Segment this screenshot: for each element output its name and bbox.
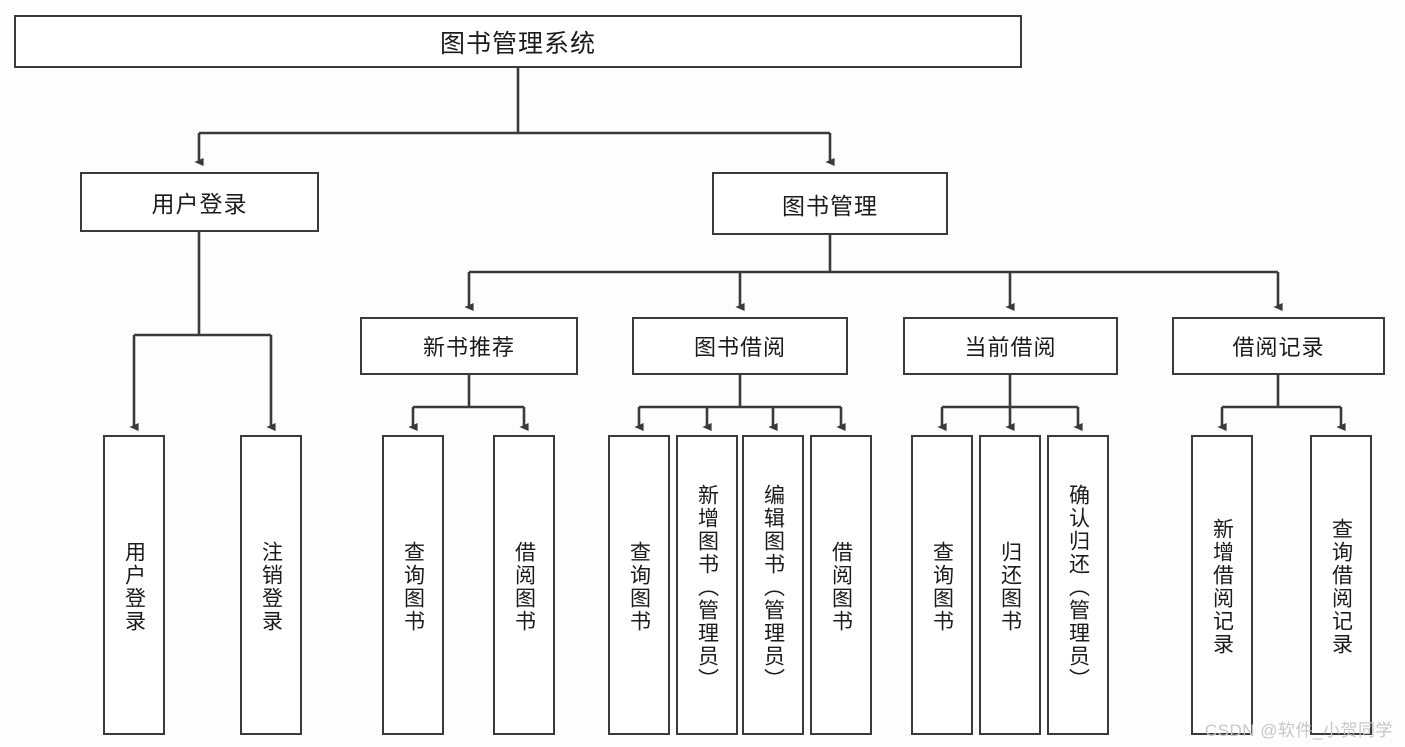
leaf-label: 归还图书 [998,541,1022,633]
leaf-book-borrow-edit[interactable]: 编辑图书（管理员） [742,435,804,735]
leaf-user-login-signout[interactable]: 注销登录 [240,435,302,735]
node-book-borrow[interactable]: 图书借阅 [632,317,848,375]
node-root[interactable]: 图书管理系统 [14,15,1022,68]
leaf-current-borrow-return[interactable]: 归还图书 [979,435,1041,735]
leaf-label: 新增图书（管理员） [695,483,719,691]
node-root-label: 图书管理系统 [439,29,596,58]
node-borrow-record[interactable]: 借阅记录 [1172,317,1385,375]
leaf-new-book-borrow[interactable]: 借阅图书 [493,435,555,735]
leaf-label: 查询图书 [627,541,651,633]
leaf-book-borrow-add[interactable]: 新增图书（管理员） [676,435,738,735]
leaf-new-book-query[interactable]: 查询图书 [382,435,444,735]
node-new-book-recommend[interactable]: 新书推荐 [360,317,578,375]
node-user-login-label: 用户登录 [151,191,248,217]
node-book-management[interactable]: 图书管理 [712,172,948,235]
node-new-book-recommend-label: 新书推荐 [422,335,515,360]
leaf-label: 查询借阅记录 [1329,518,1353,656]
node-book-borrow-label: 图书借阅 [693,335,786,360]
leaf-label: 注销登录 [259,541,283,633]
leaf-label: 用户登录 [122,541,146,633]
leaf-book-borrow-lend[interactable]: 借阅图书 [810,435,872,735]
leaf-borrow-record-add[interactable]: 新增借阅记录 [1191,435,1253,735]
leaf-label: 查询图书 [401,541,425,633]
leaf-label: 借阅图书 [829,541,853,633]
leaf-user-login-signin[interactable]: 用户登录 [103,435,165,735]
leaf-current-borrow-confirm[interactable]: 确认归还（管理员） [1047,435,1109,735]
leaf-current-borrow-query[interactable]: 查询图书 [911,435,973,735]
node-current-borrow-label: 当前借阅 [964,335,1057,360]
node-book-management-label: 图书管理 [782,192,878,219]
leaf-label: 查询图书 [930,541,954,633]
leaf-label: 编辑图书（管理员） [761,483,785,691]
watermark-text: CSDN @软件_小贺同学 [1204,721,1393,740]
leaf-label: 确认归还（管理员） [1066,483,1090,691]
node-user-login[interactable]: 用户登录 [80,172,319,232]
node-current-borrow[interactable]: 当前借阅 [903,317,1118,375]
node-borrow-record-label: 借阅记录 [1232,335,1325,360]
leaf-label: 借阅图书 [512,541,536,633]
leaf-book-borrow-query[interactable]: 查询图书 [608,435,670,735]
leaf-borrow-record-query[interactable]: 查询借阅记录 [1310,435,1372,735]
leaf-label: 新增借阅记录 [1210,518,1234,656]
